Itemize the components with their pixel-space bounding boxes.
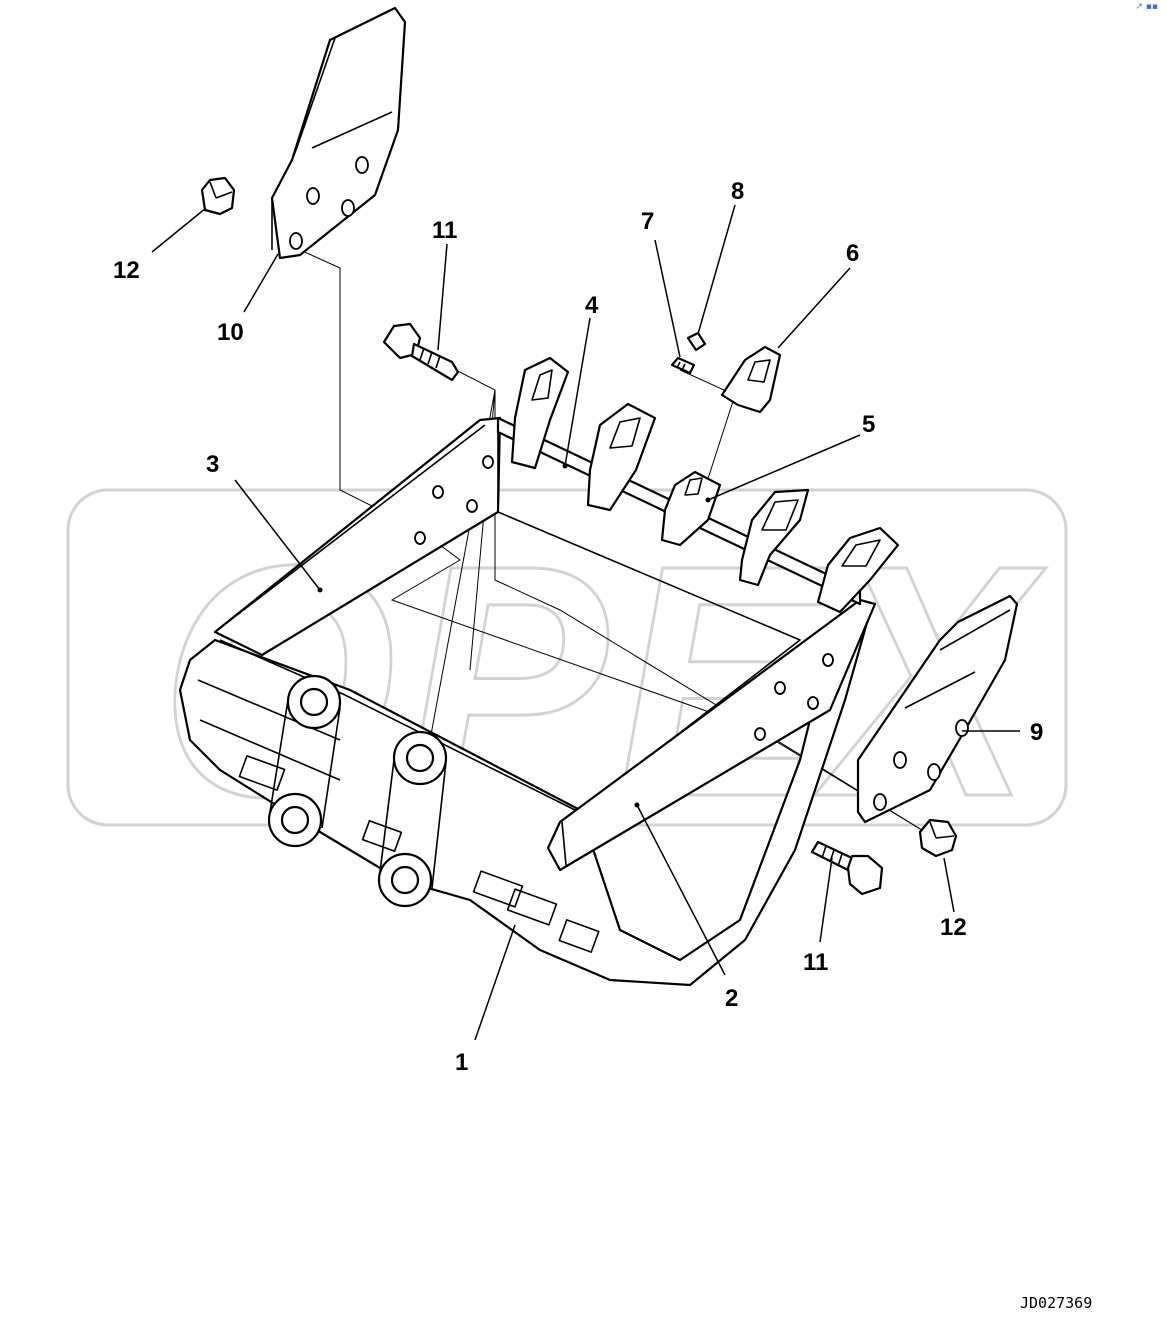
- leader-lines: [151, 204, 1020, 1041]
- callout-11-right: 11: [803, 949, 828, 976]
- callout-12-right: 12: [940, 914, 967, 941]
- callout-1: 1: [455, 1049, 468, 1076]
- callout-11-left: 11: [432, 217, 457, 244]
- leader-10: [243, 253, 279, 313]
- bolt-right: [810, 840, 884, 896]
- nut-left: [200, 176, 236, 216]
- callout-3: 3: [206, 451, 219, 478]
- callout-8: 8: [731, 178, 744, 205]
- lock-washer: [686, 331, 707, 352]
- bucket-body: [178, 598, 874, 987]
- tooth-1: [510, 356, 570, 470]
- tooth-4: [738, 488, 810, 587]
- leader-4: [564, 317, 591, 467]
- callout-12-left: 12: [113, 257, 140, 284]
- tooth-3: [660, 470, 722, 547]
- callout-9: 9: [1030, 719, 1043, 746]
- tooth-2: [586, 402, 657, 512]
- callout-5: 5: [862, 411, 875, 438]
- side-cutter-right: [856, 594, 1019, 824]
- tooth-point: [720, 345, 782, 414]
- leader-6: [777, 267, 851, 349]
- leader-1: [474, 924, 516, 1041]
- callout-7: 7: [641, 208, 654, 235]
- callout-2: 2: [725, 985, 738, 1012]
- leader-8: [697, 204, 736, 335]
- leader-3: [234, 479, 321, 591]
- side-plate-left: [213, 416, 502, 657]
- leader-11b: [819, 857, 833, 943]
- leader-5: [707, 434, 861, 501]
- lock-pin: [670, 356, 696, 375]
- nut-right: [918, 818, 958, 858]
- corner-mark: ↗ ▪▪: [1135, 2, 1158, 12]
- tooth-5: [816, 526, 900, 614]
- leader-2: [636, 804, 726, 976]
- leader-12b: [943, 857, 955, 913]
- callout-6: 6: [846, 240, 859, 267]
- callout-10: 10: [217, 319, 244, 346]
- teeth-row: [510, 356, 900, 614]
- callout-4: 4: [585, 292, 599, 319]
- callouts: 1 2 3 4 5 6 7 8 9 10 11 11 12 12: [113, 178, 1043, 1076]
- bolt-left: [382, 322, 460, 382]
- leader-7: [654, 239, 681, 358]
- leader-12a: [151, 207, 207, 253]
- side-plate-right: [546, 598, 877, 872]
- drawing-number: JD027369: [1020, 1294, 1092, 1312]
- side-cutter-left: [270, 6, 407, 260]
- leader-dots: [317, 463, 711, 808]
- leader-11a: [437, 243, 448, 351]
